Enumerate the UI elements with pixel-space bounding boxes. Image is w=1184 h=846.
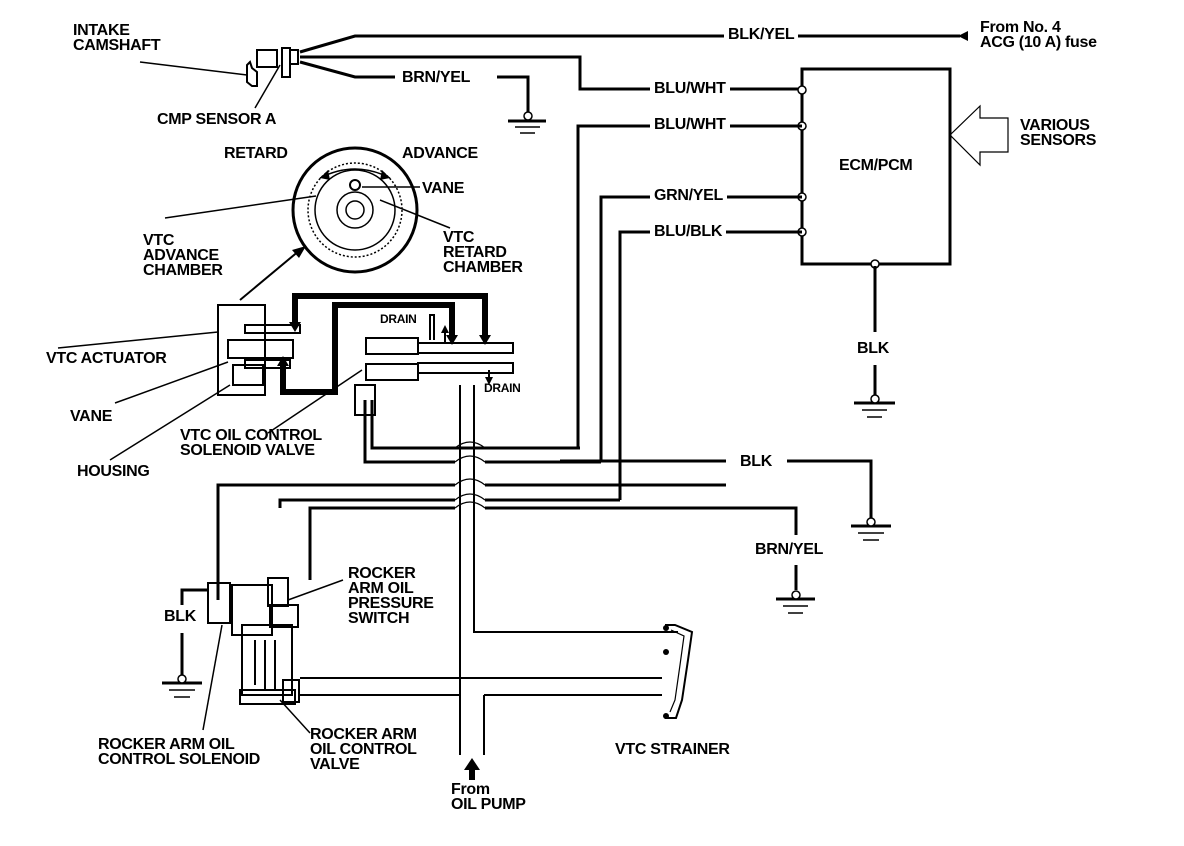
drain-down-arrow-icon xyxy=(485,377,493,385)
label-wire-grn-yel: GRN/YEL xyxy=(650,188,728,204)
wire-blk-yel xyxy=(299,34,960,54)
ground-icon xyxy=(854,394,895,418)
ground-icon xyxy=(851,517,891,541)
label-wire-blu-wht-1: BLU/WHT xyxy=(650,81,730,97)
label-drain-bottom: DRAIN xyxy=(484,381,521,395)
ground-icon xyxy=(508,111,546,134)
wire-blk-mid xyxy=(216,483,726,600)
rocker-arm-assembly xyxy=(207,577,300,705)
various-sensors-arrow-icon xyxy=(949,104,1009,167)
wire-blu-wht-2 xyxy=(576,124,802,450)
vtc-solenoid-valve xyxy=(354,314,514,416)
label-vtc-solenoid-valve: VTC OIL CONTROL SOLENOID VALVE xyxy=(180,427,322,459)
wire-brn-yel-bottom xyxy=(308,506,798,580)
label-vane-bottom: VANE xyxy=(70,408,113,425)
label-oil-pump: From OIL PUMP xyxy=(451,781,526,813)
label-ecm-pcm: ECM/PCM xyxy=(839,157,913,174)
cmp-sensor xyxy=(246,47,299,87)
wire-blu-blk xyxy=(618,230,802,500)
label-rocker-control-valve: ROCKER ARM OIL CONTROL VALVE xyxy=(310,726,417,773)
label-advance: ADVANCE xyxy=(402,145,478,162)
label-wire-brn-yel-top: BRN/YEL xyxy=(402,69,471,86)
oil-passage-advance xyxy=(292,293,488,338)
oil-passage-retard xyxy=(280,302,455,395)
label-wire-blu-wht-2: BLU/WHT xyxy=(650,117,730,133)
vtc-strainer xyxy=(665,624,694,719)
label-wire-blk-mid: BLK xyxy=(740,453,772,470)
wire-blk-left xyxy=(180,588,208,605)
oil-pipe xyxy=(300,385,678,755)
ground-icon xyxy=(776,590,815,614)
vtc-actuator xyxy=(217,304,301,396)
label-vtc-actuator: VTC ACTUATOR xyxy=(46,350,167,367)
drain-up-arrow-icon xyxy=(441,325,449,333)
wire-brn-yel-top xyxy=(299,60,395,79)
label-vtc-retard-chamber: VTC RETARD CHAMBER xyxy=(443,229,523,276)
label-wire-blk-left: BLK xyxy=(164,608,196,625)
ground-icon xyxy=(162,674,202,698)
label-vtc-advance-chamber: VTC ADVANCE CHAMBER xyxy=(143,232,223,279)
up-arrow-icon xyxy=(464,758,480,780)
label-cmp-sensor: CMP SENSOR A xyxy=(157,111,277,128)
fuse-arrow-icon xyxy=(958,31,968,41)
label-vane-top: VANE xyxy=(422,180,465,197)
label-rocker-pressure-switch: ROCKER ARM OIL PRESSURE SWITCH xyxy=(348,565,434,627)
label-rocker-control-solenoid: ROCKER ARM OIL CONTROL SOLENOID xyxy=(98,736,261,768)
label-retard: RETARD xyxy=(224,145,288,162)
label-intake-camshaft: INTAKE CAMSHAFT xyxy=(73,22,161,54)
label-vtc-strainer: VTC STRAINER xyxy=(615,741,730,758)
label-wire-blk-yel: BLK/YEL xyxy=(724,27,799,43)
label-drain-top: DRAIN xyxy=(380,312,417,326)
label-wire-brn-yel-bottom: BRN/YEL xyxy=(755,541,824,558)
label-wire-blk-ecm: BLK xyxy=(857,340,889,357)
label-housing: HOUSING xyxy=(77,463,150,480)
label-various-sensors: VARIOUS SENSORS xyxy=(1020,117,1097,149)
wire-grn-yel xyxy=(599,195,802,462)
label-wire-blu-blk: BLU/BLK xyxy=(650,224,727,240)
vtc-gear-diagram xyxy=(291,146,419,274)
label-fuse-source: From No. 4 ACG (10 A) fuse xyxy=(980,19,1097,51)
